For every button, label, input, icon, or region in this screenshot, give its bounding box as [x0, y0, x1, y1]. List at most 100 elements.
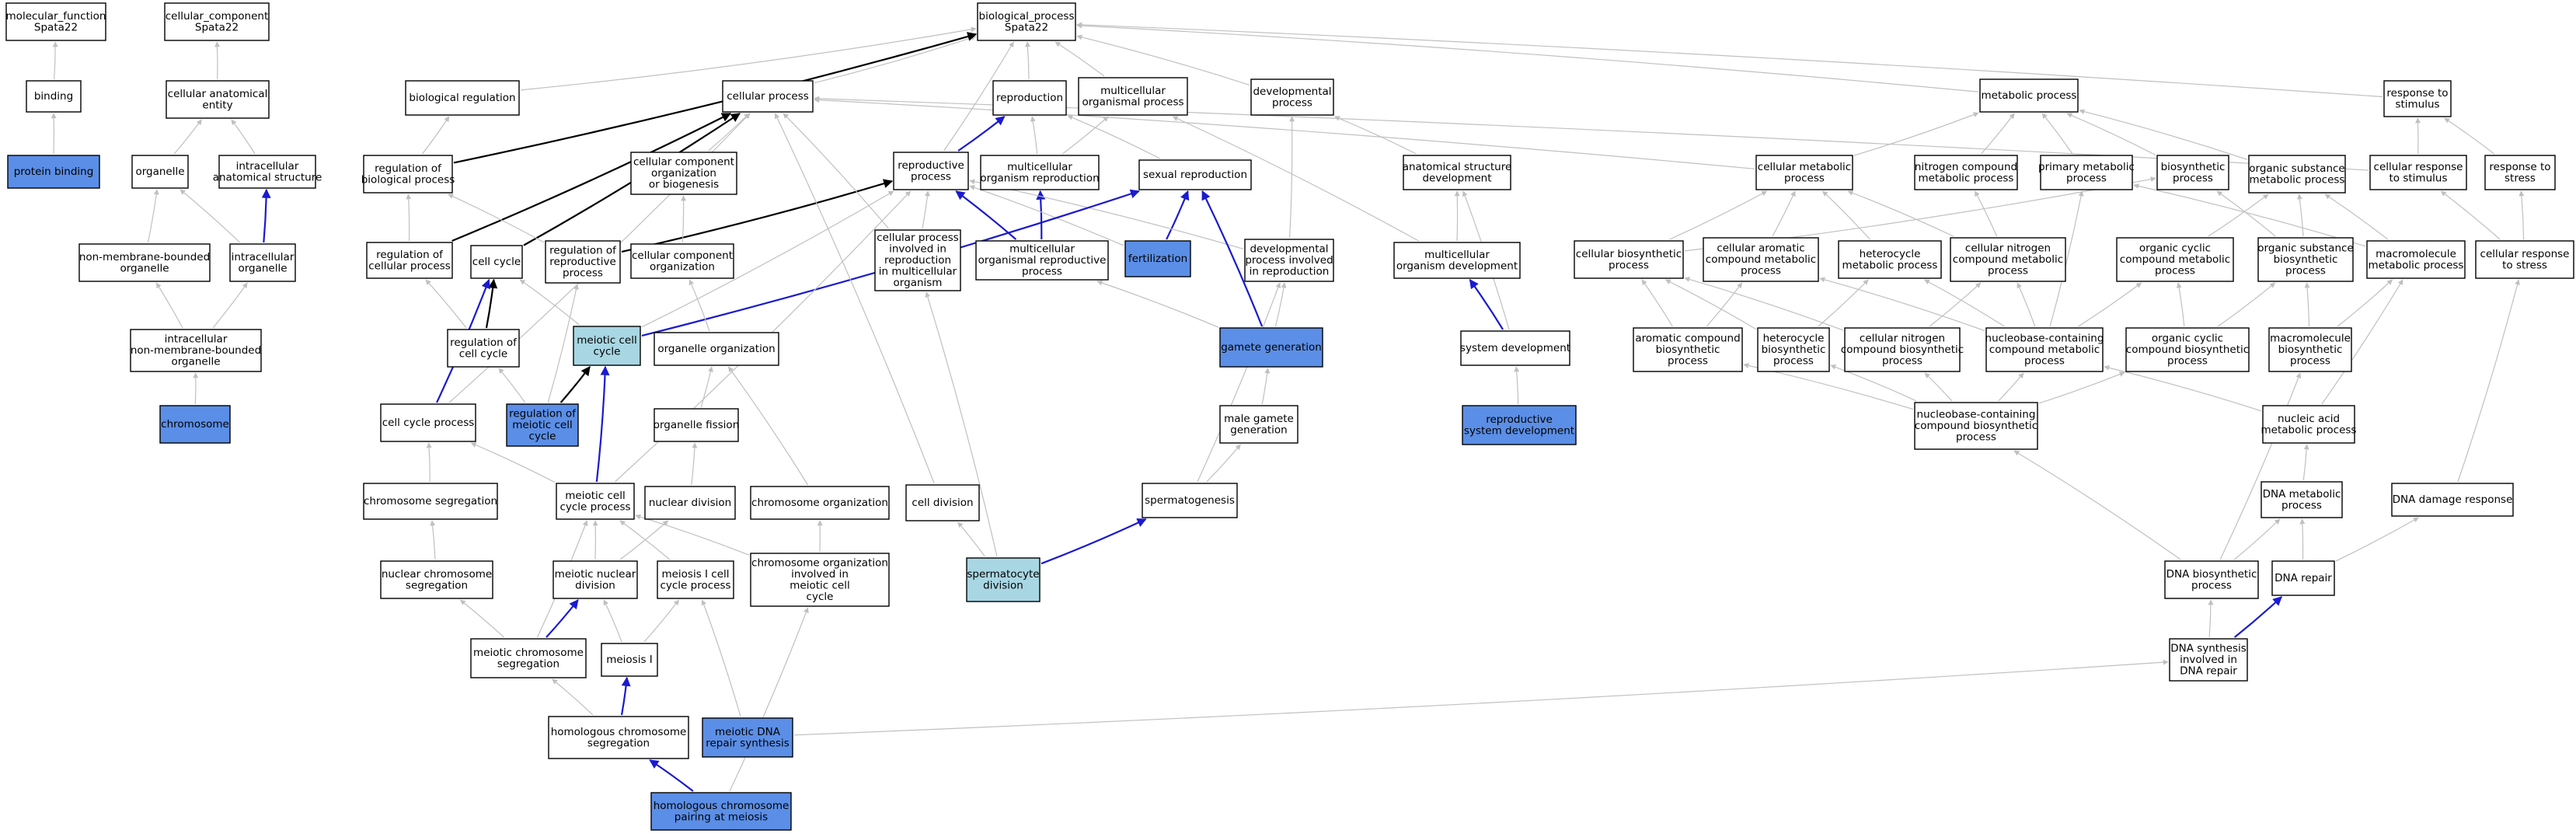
node-label-line: in reproduction	[1250, 266, 1330, 278]
node-dna-damage-response[interactable]: DNA damage response	[2391, 483, 2514, 517]
node-label-line: organelle	[238, 262, 287, 274]
node-label-line: macromolecule	[2376, 248, 2456, 260]
node-fertilization[interactable]: fertilization	[1124, 240, 1191, 277]
edge-reproduction-to-biological_process	[1025, 41, 1031, 80]
node-reproduction[interactable]: reproduction	[992, 80, 1067, 116]
node-sexual-reproduction[interactable]: sexual reproduction	[1138, 159, 1252, 190]
node-organelle-fission[interactable]: organelle fission	[654, 408, 740, 442]
node-chromosome-organization[interactable]: chromosome organization	[750, 486, 890, 520]
node-intracellular-nmbo[interactable]: intracellularnon-membrane-boundedorganel…	[130, 329, 262, 372]
node-cell-cycle-process[interactable]: cell cycle process	[380, 403, 476, 442]
edge-multicellular_organismal_process-to-biological_process	[1054, 41, 1105, 77]
node-spermatogenesis[interactable]: spermatogenesis	[1142, 483, 1238, 518]
node-cellular-process[interactable]: cellular process	[722, 80, 814, 113]
node-gamete-generation[interactable]: gamete generation	[1219, 327, 1323, 368]
node-label-line: nucleic acid	[2278, 413, 2340, 425]
node-chromosome-segregation[interactable]: chromosome segregation	[363, 483, 498, 520]
edge-intracellular_nmbo-to-non_membrane_bounded_organelle	[155, 282, 183, 329]
node-label-line: intracellular	[236, 160, 299, 173]
node-cell-cycle[interactable]: cell cycle	[470, 245, 523, 279]
node-protein-binding[interactable]: protein binding	[7, 155, 100, 189]
node-organelle[interactable]: organelle	[131, 155, 189, 189]
node-biological-regulation[interactable]: biological regulation	[405, 80, 520, 116]
node-system-development[interactable]: system development	[1460, 330, 1570, 366]
node-dna-repair[interactable]: DNA repair	[2271, 560, 2335, 596]
edge-heterocycle_biosynthetic_process-to-cellular_biosynthetic_process	[1664, 279, 1757, 330]
node-cell-division[interactable]: cell division	[905, 484, 980, 521]
edge-response_to_stress-to-response_to_stimulus	[2444, 117, 2495, 155]
node-organelle-organization[interactable]: organelle organization	[654, 332, 779, 366]
node-box	[874, 229, 961, 291]
node-label-line: Spata22	[34, 21, 78, 33]
node-nuclear-division[interactable]: nuclear division	[644, 486, 736, 520]
node-meiosis-i[interactable]: meiosis I	[601, 643, 658, 677]
node-metabolic-process[interactable]: metabolic process	[1979, 78, 2079, 113]
node-chromosome[interactable]: chromosome	[159, 405, 231, 444]
node-binding[interactable]: binding	[26, 80, 82, 113]
